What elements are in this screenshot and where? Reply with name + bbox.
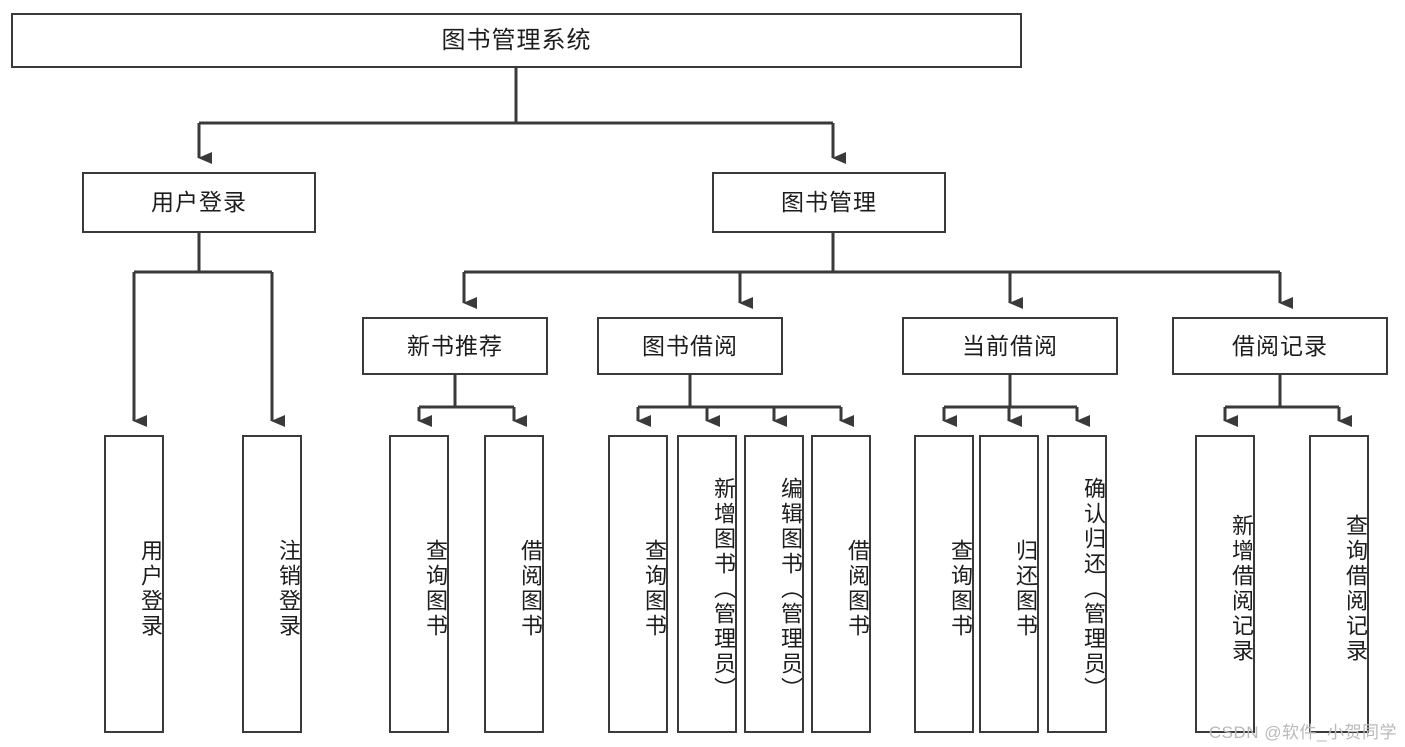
leaf-new-book-borrow[interactable]: 借阅图书 [484, 435, 544, 733]
node-label: 查询借阅记录 [1343, 514, 1368, 664]
node-label: 查询图书 [642, 539, 667, 639]
leaf-user-login-login[interactable]: 用户登录 [104, 435, 164, 733]
node-label: 用户登录 [151, 189, 247, 216]
node-book-management[interactable]: 图书管理 [712, 172, 946, 233]
leaf-current-borrow-query[interactable]: 查询图书 [914, 435, 974, 733]
node-label: 查询图书 [948, 539, 973, 639]
node-root-book-management-system[interactable]: 图书管理系统 [11, 13, 1022, 68]
node-borrow-record[interactable]: 借阅记录 [1172, 317, 1388, 375]
node-book-borrow[interactable]: 图书借阅 [597, 317, 783, 375]
node-label: 借阅记录 [1232, 332, 1328, 359]
node-label: 借阅图书 [518, 539, 543, 639]
node-label: 查询图书 [423, 539, 448, 639]
node-user-login[interactable]: 用户登录 [82, 172, 316, 233]
node-label: 图书管理 [781, 189, 877, 216]
node-label: 借阅图书 [845, 539, 870, 639]
node-label: 新增图书（管理员） [711, 476, 736, 702]
leaf-current-borrow-confirm-return[interactable]: 确认归还（管理员） [1047, 435, 1107, 733]
node-label: 图书借阅 [642, 332, 738, 359]
leaf-book-borrow-borrow[interactable]: 借阅图书 [811, 435, 871, 733]
leaf-book-borrow-add[interactable]: 新增图书（管理员） [677, 435, 737, 733]
leaf-borrow-record-query[interactable]: 查询借阅记录 [1309, 435, 1369, 733]
leaf-borrow-record-add[interactable]: 新增借阅记录 [1195, 435, 1255, 733]
node-label: 确认归还（管理员） [1081, 476, 1106, 702]
node-label: 图书管理系统 [441, 26, 592, 54]
node-label: 注销登录 [276, 539, 301, 639]
leaf-user-login-logout[interactable]: 注销登录 [242, 435, 302, 733]
node-label: 用户登录 [138, 539, 163, 639]
leaf-current-borrow-return[interactable]: 归还图书 [979, 435, 1039, 733]
leaf-book-borrow-edit[interactable]: 编辑图书（管理员） [744, 435, 804, 733]
node-label: 归还图书 [1013, 539, 1038, 639]
leaf-book-borrow-query[interactable]: 查询图书 [608, 435, 668, 733]
csdn-watermark: CSDN @软件_小贺同学 [1208, 723, 1397, 742]
leaf-new-book-query[interactable]: 查询图书 [389, 435, 449, 733]
node-label: 当前借阅 [962, 332, 1058, 359]
node-label: 新书推荐 [407, 332, 503, 359]
node-current-borrow[interactable]: 当前借阅 [902, 317, 1118, 375]
node-label: 新增借阅记录 [1229, 514, 1254, 664]
node-new-book-recommend[interactable]: 新书推荐 [362, 317, 548, 375]
node-label: 编辑图书（管理员） [778, 476, 803, 702]
